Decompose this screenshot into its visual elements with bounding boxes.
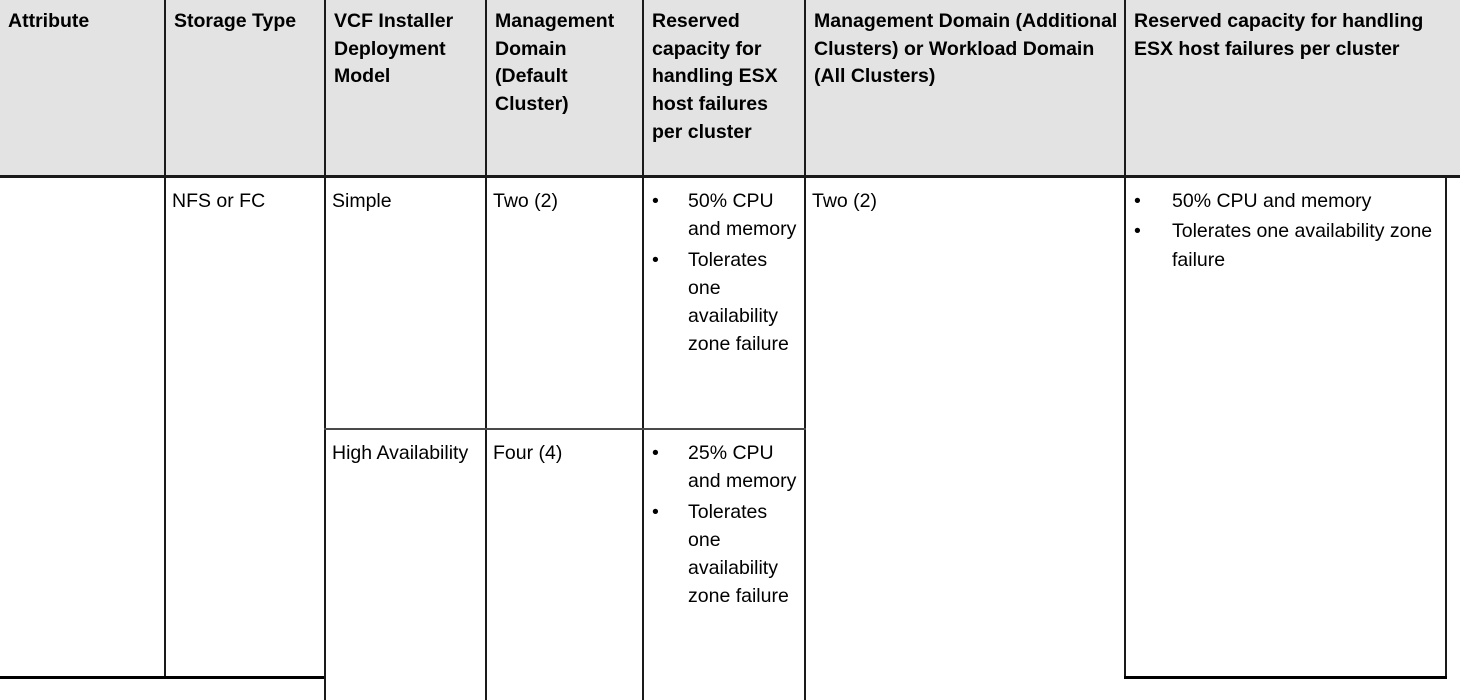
cell-reserved-capacity-left-row-1-body: • 50% CPU and memory • Tolerates one avail…	[642, 178, 804, 428]
table-body: NFS or FC Simple High Availability Two (…	[0, 178, 1460, 700]
reserved-capacity-left-row-1-list: • 50% CPU and memory • Tolerates one avail…	[646, 187, 798, 359]
list-item-text: Tolerates one availability zone failure	[688, 500, 789, 608]
cell-management-domain-default-row-1-value: Two (2)	[493, 190, 559, 212]
cell-reserved-capacity-right: • 50% CPU and memory • Tolerates one avail…	[1124, 178, 1447, 679]
cell-reserved-capacity-left-row-2-body: • 25% CPU and memory • Tolerates one avail…	[642, 430, 804, 679]
bullet-icon: •	[1134, 220, 1141, 243]
cell-deployment-model-row-1-value: Simple	[332, 190, 392, 212]
cell-reserved-capacity-right-body: • 50% CPU and memory • Tolerates one avail…	[1124, 178, 1447, 679]
list-item-text: Tolerates one availability zone failure	[688, 248, 789, 356]
cell-attribute	[0, 178, 164, 679]
column-header-reserved-capacity-right: Reserved capacity for handling ESX host …	[1124, 0, 1460, 175]
cell-management-domain-default-row-2-value: Four (4)	[493, 442, 563, 464]
cell-management-domain-additional-or-workload: Two (2)	[804, 178, 1124, 679]
bullet-icon: •	[652, 248, 659, 271]
cell-management-domain-additional-or-workload-value: Two (2)	[812, 190, 878, 212]
bullet-icon: •	[652, 190, 659, 212]
column-divider-6	[1124, 178, 1126, 679]
column-header-management-domain-default-cluster: Management Domain (Default Cluster)	[485, 0, 642, 175]
table-right-edge	[1445, 178, 1447, 679]
bullet-icon: •	[1134, 190, 1141, 212]
cell-management-domain-default-row-2: Four (4)	[485, 430, 642, 679]
list-item-text: 50% CPU and memory	[688, 190, 797, 241]
column-divider-2	[324, 178, 326, 700]
list-item-text: 50% CPU and memory	[1172, 190, 1372, 212]
table-bottom-border-right	[1124, 676, 1447, 679]
list-item: • Tolerates one availability zone failure	[646, 246, 798, 359]
column-divider-5	[804, 178, 806, 700]
bullet-icon: •	[652, 442, 659, 464]
column-header-management-domain-additional-or-workload: Management Domain (Additional Clusters) …	[804, 0, 1124, 175]
cell-deployment-model-row-2: High Availability	[324, 430, 485, 679]
sub-row-divider	[324, 428, 806, 430]
list-item: • Tolerates one availability zone failure	[646, 498, 798, 611]
reserved-capacity-left-row-2-list: • 25% CPU and memory • Tolerates one avail…	[646, 439, 798, 611]
list-item: • 50% CPU and memory	[1128, 187, 1441, 215]
list-item: • 25% CPU and memory	[646, 439, 798, 496]
cell-storage-type-value: NFS or FC	[172, 190, 266, 212]
table-header-row: Attribute Storage Type VCF Installer Dep…	[0, 0, 1460, 178]
column-header-storage-type: Storage Type	[164, 0, 324, 175]
cell-attribute-value	[0, 178, 164, 679]
list-item-text: 25% CPU and memory	[688, 442, 797, 493]
list-item: • Tolerates one availability zone failure	[1128, 217, 1441, 274]
column-header-attribute: Attribute	[8, 10, 90, 32]
reserved-capacity-right-list: • 50% CPU and memory • Tolerates one avail…	[1128, 187, 1441, 274]
column-header-reserved-capacity-left: Reserved capacity for handling ESX host …	[642, 0, 804, 175]
cell-reserved-capacity-left-row-1: • 50% CPU and memory • Tolerates one avail…	[642, 178, 804, 428]
column-divider-4	[642, 178, 644, 700]
cell-reserved-capacity-left-row-2: • 25% CPU and memory • Tolerates one avail…	[642, 430, 804, 679]
cell-storage-type: NFS or FC	[164, 178, 324, 679]
bullet-icon: •	[652, 500, 659, 523]
column-divider-1	[164, 178, 166, 679]
cell-deployment-model-row-1: Simple	[324, 178, 485, 428]
table-bottom-border-left	[0, 676, 324, 679]
cell-management-domain-default-row-1: Two (2)	[485, 178, 642, 428]
list-item-text: Tolerates one availability zone failure	[1172, 220, 1433, 271]
cell-deployment-model-row-2-value: High Availability	[332, 442, 469, 464]
column-divider-3	[485, 178, 487, 700]
column-header-vcf-installer-deployment-model: VCF Installer Deployment Model	[324, 0, 485, 175]
list-item: • 50% CPU and memory	[646, 187, 798, 244]
